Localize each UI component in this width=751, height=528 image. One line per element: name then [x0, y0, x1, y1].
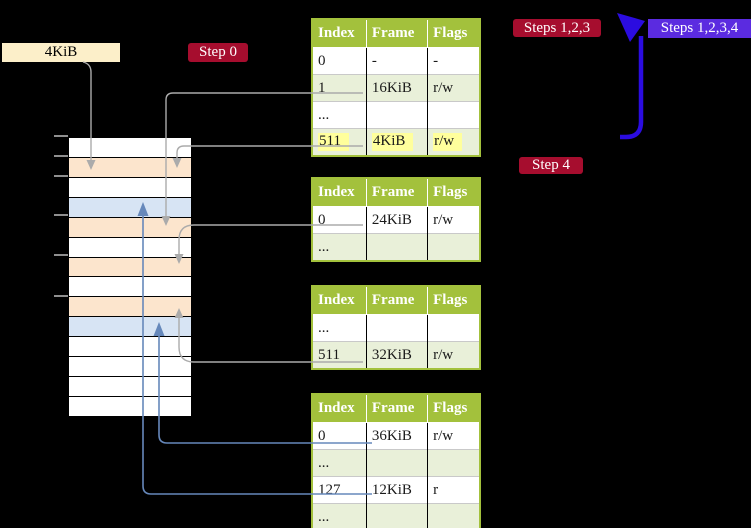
cell-flags: r/w: [427, 422, 480, 450]
cell-flags: [427, 101, 480, 129]
column-header-frame: Frame: [365, 394, 428, 423]
memory-frame-row-free: [69, 176, 191, 197]
column-header-flags: Flags: [427, 19, 480, 48]
cell-frame: 12KiB: [365, 476, 428, 504]
address-tick: [54, 254, 68, 256]
table-row: ...: [312, 449, 480, 477]
memory-frame-row-frame: [69, 156, 191, 177]
memory-frame-row-free: [69, 336, 191, 357]
table-header-row: Index Frame Flags: [312, 394, 480, 423]
cell-flags: r/w: [427, 74, 480, 102]
column-header-flags: Flags: [427, 178, 480, 207]
table-header-row: Index Frame Flags: [312, 178, 480, 207]
step0-label: Step 0: [188, 43, 248, 62]
column-header-flags: Flags: [427, 286, 480, 315]
cell-flags: r/w: [427, 341, 480, 369]
cell-frame: 36KiB: [365, 422, 428, 450]
table-row: 511 32KiB r/w: [312, 341, 480, 369]
cell-index: 511: [318, 346, 340, 363]
address-tick: [54, 175, 68, 177]
column-header-index: Index: [312, 178, 367, 207]
cell-frame: [365, 314, 428, 342]
table-row: 1 16KiB r/w: [312, 74, 480, 102]
cell-index: 1: [318, 79, 326, 96]
memory-frame-row-frame: [69, 256, 191, 277]
cell-index: 0: [318, 211, 326, 228]
steps-1234-label: Steps 1,2,3,4: [648, 19, 751, 38]
table-row: ...: [312, 314, 480, 342]
memory-frame-row-free: [69, 236, 191, 257]
highlight-text: 4KiB: [371, 133, 414, 151]
memory-frame-row-free: [69, 376, 191, 396]
steps-loop-arrow-icon: [617, 13, 645, 140]
cell-frame: 32KiB: [365, 341, 428, 369]
memory-frame-row-mapped: [69, 316, 191, 337]
memory-frame-row-frame: [69, 296, 191, 317]
table-row: ...: [312, 503, 480, 528]
table-header-row: Index Frame Flags: [312, 19, 480, 48]
cell-index: ...: [318, 238, 330, 255]
memory-frame-row-free: [69, 356, 191, 377]
memory-frame-row-free: [69, 395, 191, 416]
address-tick: [54, 295, 68, 297]
page-table-level1: Index Frame Flags 0 36KiB r/w ... 127 12…: [311, 393, 481, 528]
cell-frame: -: [365, 47, 428, 75]
page-table-level3: Index Frame Flags 0 24KiB r/w ...: [311, 177, 481, 262]
cell-frame: 16KiB: [365, 74, 428, 102]
cell-frame: 24KiB: [365, 206, 428, 234]
cell-flags: [427, 314, 480, 342]
highlight-text: r/w: [433, 133, 463, 151]
table-row-highlighted: 511 4KiB r/w: [312, 128, 480, 157]
cell-frame: [365, 449, 428, 477]
cell-flags: r/w: [427, 206, 480, 234]
column-header-frame: Frame: [365, 178, 428, 207]
column-header-index: Index: [312, 286, 367, 315]
cell-frame: [365, 101, 428, 129]
table-row: 127 12KiB r: [312, 476, 480, 504]
memory-column: [68, 137, 192, 417]
table-row: 0 - -: [312, 47, 480, 75]
step4-label: Step 4: [519, 157, 583, 174]
cell-index: ...: [318, 454, 330, 471]
page-table-level4: Index Frame Flags 0 - - 1 16KiB r/w ... …: [311, 18, 481, 157]
memory-frame-row-frame: [69, 216, 191, 237]
memory-frame-row-free: [69, 138, 191, 157]
cell-index: 0: [318, 52, 326, 69]
cell-index: ...: [318, 508, 330, 525]
cell-flags: [427, 503, 480, 528]
column-header-frame: Frame: [365, 19, 428, 48]
column-header-index: Index: [312, 19, 367, 48]
column-header-flags: Flags: [427, 394, 480, 423]
cell-index: ...: [318, 106, 330, 123]
memory-frame-row-free: [69, 276, 191, 297]
cell-flags: [427, 233, 480, 261]
cell-frame: [365, 233, 428, 261]
page-table-level2: Index Frame Flags ... 511 32KiB r/w: [311, 285, 481, 370]
column-header-index: Index: [312, 394, 367, 423]
table-row: ...: [312, 101, 480, 129]
table-header-row: Index Frame Flags: [312, 286, 480, 315]
address-tick: [54, 135, 68, 137]
cell-index: 127: [318, 481, 341, 498]
cell-index: ...: [318, 319, 330, 336]
address-tick: [54, 155, 68, 157]
table-row: ...: [312, 233, 480, 261]
memory-frame-row-mapped: [69, 196, 191, 217]
cell-flags: r: [427, 476, 480, 504]
cell-frame: [365, 503, 428, 528]
table-row: 0 24KiB r/w: [312, 206, 480, 234]
cell-flags: [427, 449, 480, 477]
cell-index: 511: [312, 129, 366, 157]
steps-123-label: Steps 1,2,3: [513, 19, 601, 37]
frame-size-label: 4KiB: [2, 43, 120, 62]
cell-index: 0: [318, 427, 326, 444]
address-tick: [54, 214, 68, 216]
cell-flags: r/w: [427, 128, 480, 156]
cell-flags: -: [427, 47, 480, 75]
column-header-frame: Frame: [365, 286, 428, 315]
table-row: 0 36KiB r/w: [312, 422, 480, 450]
cell-frame: 4KiB: [365, 128, 428, 156]
highlight-text: 511: [318, 133, 349, 151]
